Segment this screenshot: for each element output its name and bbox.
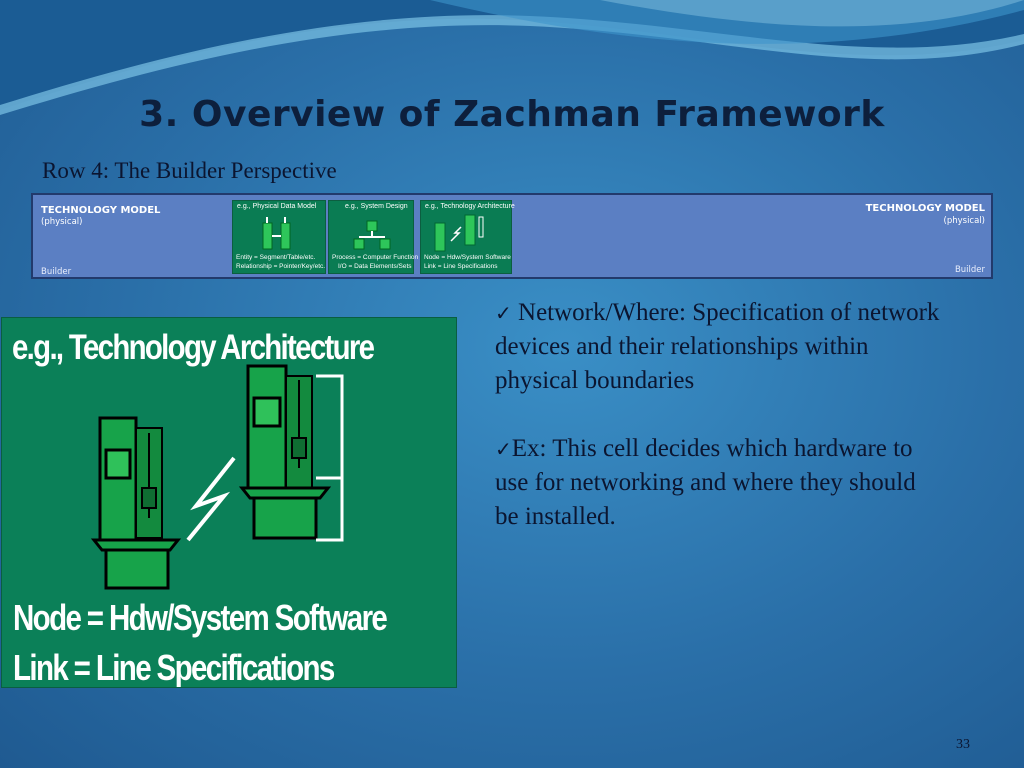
strip-left-title: TECHNOLOGY MODEL — [41, 205, 161, 216]
system-design-icon — [353, 220, 391, 250]
page-number: 33 — [956, 737, 970, 752]
cell-technology-architecture: e.g., Technology Architecture Node = Hdw… — [420, 200, 515, 274]
cell-title: e.g., Technology Architecture — [425, 203, 515, 210]
check-icon: ✓ — [495, 437, 512, 461]
strip-right-sub: (physical) — [943, 216, 985, 226]
check-icon: ✓ — [495, 301, 512, 325]
technology-architecture-figure: e.g., Technology Architecture Node = Hdw… — [1, 317, 457, 688]
figure-title: e.g., Technology Architecture — [12, 328, 375, 367]
cell-physical-data-model: e.g., Physical Data Model Entity = Segme… — [232, 200, 326, 274]
strip-left-sub: (physical) — [41, 217, 83, 227]
figure-caption-node: Node = Hdw/System Software — [13, 597, 388, 638]
bullet-list: ✓ Network/Where: Specification of networ… — [495, 296, 945, 568]
cell-system-design: e.g., System Design Process = Computer F… — [328, 200, 418, 274]
figure-caption-link: Link = Line Specifications — [13, 647, 335, 688]
bullet-network-where: ✓ Network/Where: Specification of networ… — [495, 296, 945, 398]
figure-caption: Node = Hdw/System Software Link = Line S… — [13, 593, 388, 688]
top-wave-decoration — [0, 0, 1024, 115]
cell-title: e.g., System Design — [345, 203, 408, 210]
data-model-icon — [262, 217, 291, 250]
strip-right-title: TECHNOLOGY MODEL — [865, 203, 985, 214]
network-nodes-icon — [434, 214, 484, 252]
bullet-example: ✓Ex: This cell decides which hardware to… — [495, 432, 945, 534]
slide-title: 3. Overview of Zachman Framework — [139, 94, 885, 135]
cell-title: e.g., Physical Data Model — [237, 203, 317, 210]
slide-subtitle: Row 4: The Builder Perspective — [42, 158, 337, 183]
network-node-diagram — [90, 364, 344, 590]
bullet-text: Network/Where: Specification of network … — [495, 299, 940, 394]
strip-left-role: Builder — [41, 267, 72, 277]
strip-right-role: Builder — [954, 265, 985, 275]
framework-row-strip: TECHNOLOGY MODEL (physical) Builder TECH… — [31, 193, 993, 279]
bullet-text: Ex: This cell decides which hardware to … — [495, 435, 916, 530]
cell-caption: Entity = Segment/Table/etc.Relationship … — [236, 254, 326, 270]
